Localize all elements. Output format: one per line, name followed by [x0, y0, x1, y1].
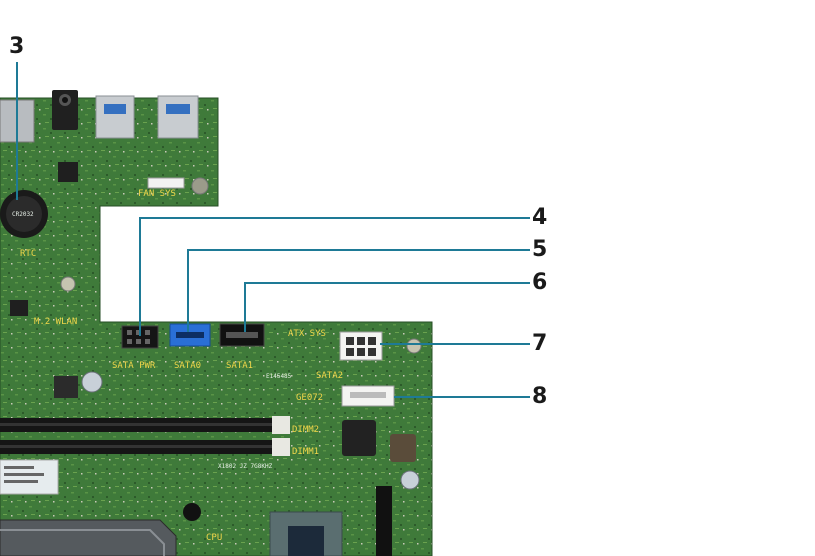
sata2-label: SATA2 — [316, 371, 343, 381]
sata0-connector — [169, 323, 211, 347]
mount-hole-cpu — [183, 503, 201, 521]
usb-port-2 — [157, 95, 199, 139]
sata0-label: SATA0 — [174, 361, 201, 371]
chip — [342, 420, 376, 456]
capacitor — [81, 371, 103, 393]
mount-hole-right — [406, 338, 422, 354]
dimm2-label: DIMM2 — [292, 425, 319, 435]
dimm1-label: DIMM1 — [292, 447, 319, 457]
callout-5: 5 — [532, 237, 548, 262]
mount-hole-mid — [60, 276, 76, 292]
leader-6 — [244, 282, 530, 332]
barcode-sticker — [0, 459, 59, 495]
atx-sys-connector — [339, 331, 383, 361]
chip — [54, 376, 78, 398]
rtc-label: RTC — [20, 249, 36, 259]
leader-4 — [139, 217, 530, 336]
callout-6: 6 — [532, 270, 548, 295]
sata1-connector — [219, 323, 265, 347]
mount-hole-top — [191, 177, 209, 195]
leader-5 — [187, 249, 530, 332]
chip — [58, 162, 78, 182]
chip — [10, 300, 28, 316]
callout-lines — [16, 62, 530, 398]
audio-jack — [52, 90, 78, 130]
callout-7: 7 — [532, 331, 548, 356]
sata-pwr-label: SATA PWR — [112, 361, 156, 371]
fan-sys-header — [147, 177, 185, 189]
dimm1-slot — [0, 438, 290, 456]
capacitor — [400, 470, 420, 490]
part-number: E145485 — [266, 373, 292, 380]
dimm2-slot — [0, 416, 290, 434]
board-code: X1802 JZ 7G8KHZ — [218, 463, 273, 470]
m2-wlan-label: M.2 WLAN — [34, 317, 77, 327]
callout-8: 8 — [532, 384, 548, 409]
cpu-label: CPU — [206, 533, 222, 543]
sata2-connector — [341, 385, 395, 407]
fan-sys-label: FAN SYS — [138, 189, 176, 199]
inductor — [390, 434, 416, 462]
cpu-socket — [0, 519, 177, 556]
atx-sys-label: ATX SYS — [288, 329, 326, 339]
callout-4: 4 — [532, 205, 548, 230]
svg-text:CR2032: CR2032 — [12, 211, 34, 218]
callout-3: 3 — [9, 34, 25, 59]
chipset — [269, 511, 343, 556]
ge-code: GE072 — [296, 393, 323, 403]
cmos-battery: CR2032 — [0, 190, 48, 238]
pcie-slot — [376, 486, 392, 556]
usb-port-1 — [95, 95, 135, 139]
sata1-label: SATA1 — [226, 361, 253, 371]
